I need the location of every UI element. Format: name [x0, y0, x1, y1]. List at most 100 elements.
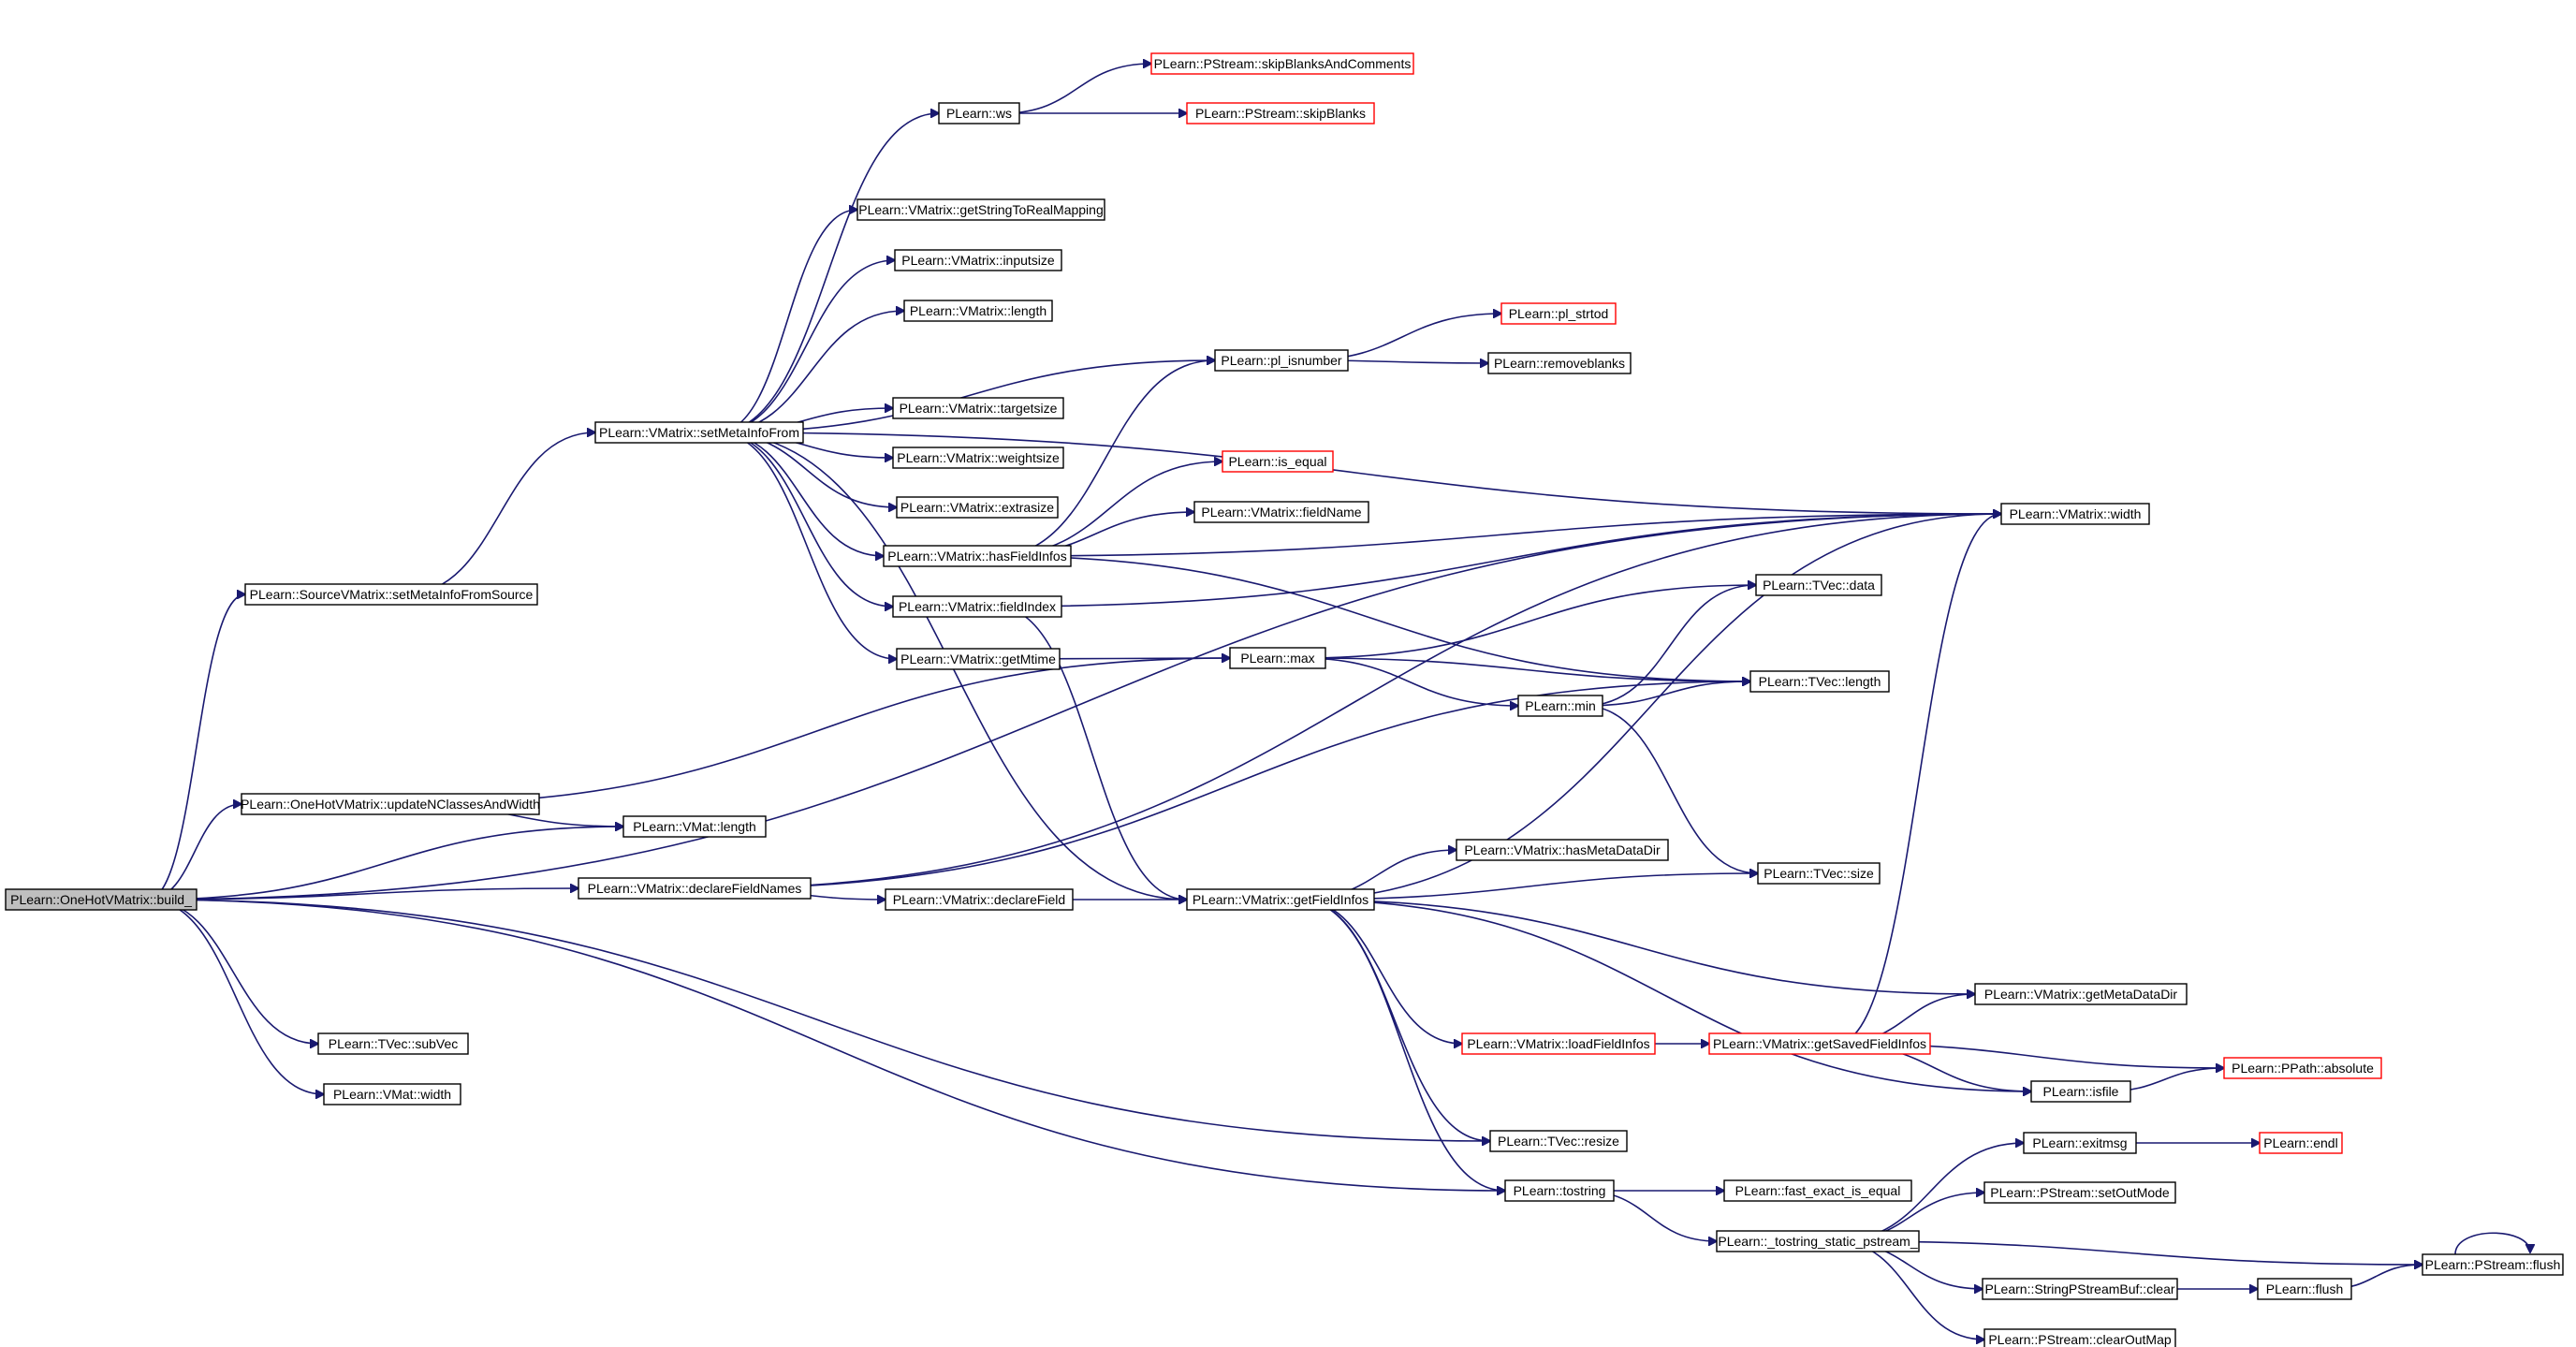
node-vmWidth[interactable]: PLearn::VMatrix::width	[2000, 503, 2150, 525]
node-box[interactable]	[1723, 1179, 1912, 1202]
node-box[interactable]	[894, 249, 1062, 271]
node-box[interactable]	[1456, 839, 1669, 861]
node-box[interactable]	[1229, 647, 1326, 669]
node-box[interactable]	[244, 583, 538, 606]
node-getFieldInfos[interactable]: PLearn::VMatrix::getFieldInfos	[1186, 888, 1375, 911]
node-box[interactable]	[896, 648, 1061, 670]
node-box[interactable]	[1974, 983, 2188, 1005]
node-box[interactable]	[885, 888, 1074, 911]
node-setMetaInfoFrom[interactable]: PLearn::VMatrix::setMetaInfoFrom	[594, 421, 804, 444]
node-box[interactable]	[594, 421, 804, 444]
node-plStrtod[interactable]: PLearn::pl_strtod	[1500, 302, 1617, 325]
node-box[interactable]	[892, 595, 1062, 618]
node-box[interactable]	[1193, 501, 1369, 523]
node-declareField[interactable]: PLearn::VMatrix::declareField	[885, 888, 1074, 911]
node-exitmsg[interactable]: PLearn::exitmsg	[2023, 1132, 2137, 1154]
node-box[interactable]	[1504, 1179, 1615, 1202]
node-box[interactable]	[1461, 1032, 1656, 1055]
node-flush[interactable]: PLearn::flush	[2257, 1278, 2352, 1300]
node-min[interactable]: PLearn::min	[1517, 695, 1603, 717]
node-weightsize[interactable]: PLearn::VMatrix::weightsize	[892, 447, 1064, 469]
node-box[interactable]	[1487, 352, 1632, 374]
node-build[interactable]: PLearn::OneHotVMatrix::build_	[5, 888, 198, 911]
node-setMetaInfoFromSource[interactable]: PLearn::SourceVMatrix::setMetaInfoFromSo…	[244, 583, 538, 606]
node-box[interactable]	[1982, 1278, 2178, 1300]
node-fieldName[interactable]: PLearn::VMatrix::fieldName	[1193, 501, 1369, 523]
node-hasFieldInfos[interactable]: PLearn::VMatrix::hasFieldInfos	[883, 545, 1072, 567]
node-declareFieldNames[interactable]: PLearn::VMatrix::declareFieldNames	[578, 877, 812, 900]
node-tostring[interactable]: PLearn::tostring	[1504, 1179, 1615, 1202]
node-tostringStaticPstream[interactable]: PLearn::_tostring_static_pstream_	[1716, 1230, 1920, 1252]
node-box[interactable]	[1500, 302, 1617, 325]
node-targetsize[interactable]: PLearn::VMatrix::targetsize	[892, 397, 1064, 419]
node-box[interactable]	[896, 496, 1059, 519]
node-max[interactable]: PLearn::max	[1229, 647, 1326, 669]
node-box[interactable]	[241, 793, 540, 815]
node-tvecSize[interactable]: PLearn::TVec::size	[1757, 862, 1881, 885]
node-box[interactable]	[883, 545, 1072, 567]
node-box[interactable]	[1214, 349, 1349, 372]
node-box[interactable]	[1186, 102, 1375, 124]
node-box[interactable]	[2223, 1057, 2382, 1079]
node-box[interactable]	[578, 877, 812, 900]
node-box[interactable]	[5, 888, 198, 911]
node-box[interactable]	[323, 1083, 461, 1105]
node-vmatWidth[interactable]: PLearn::VMat::width	[323, 1083, 461, 1105]
node-isfile[interactable]: PLearn::isfile	[2030, 1080, 2131, 1103]
node-tvecData[interactable]: PLearn::TVec::data	[1755, 574, 1882, 596]
node-box[interactable]	[903, 300, 1053, 322]
node-isEqual[interactable]: PLearn::is_equal	[1222, 450, 1334, 473]
node-box[interactable]	[2023, 1132, 2137, 1154]
node-box[interactable]	[2257, 1278, 2352, 1300]
node-clearOutMap[interactable]: PLearn::PStream::clearOutMap	[1983, 1328, 2176, 1347]
node-box[interactable]	[856, 198, 1105, 221]
node-fastExactIsEqual[interactable]: PLearn::fast_exact_is_equal	[1723, 1179, 1912, 1202]
node-box[interactable]	[2030, 1080, 2131, 1103]
node-fieldIndex[interactable]: PLearn::VMatrix::fieldIndex	[892, 595, 1062, 618]
node-tvecResize[interactable]: PLearn::TVec::resize	[1489, 1130, 1628, 1152]
node-tvecSubVec[interactable]: PLearn::TVec::subVec	[317, 1032, 469, 1055]
node-box[interactable]	[938, 102, 1020, 124]
node-box[interactable]	[892, 447, 1064, 469]
node-setOutMode[interactable]: PLearn::PStream::setOutMode	[1983, 1181, 2176, 1204]
node-box[interactable]	[2422, 1253, 2564, 1276]
node-box[interactable]	[622, 815, 767, 838]
node-inputsize[interactable]: PLearn::VMatrix::inputsize	[894, 249, 1062, 271]
node-box[interactable]	[1186, 888, 1375, 911]
node-box[interactable]	[1716, 1230, 1920, 1252]
node-ppathAbsolute[interactable]: PLearn::PPath::absolute	[2223, 1057, 2382, 1079]
node-box[interactable]	[1489, 1130, 1628, 1152]
node-box[interactable]	[1757, 862, 1881, 885]
node-box[interactable]	[1983, 1181, 2176, 1204]
node-box[interactable]	[892, 397, 1064, 419]
node-plIsnumber[interactable]: PLearn::pl_isnumber	[1214, 349, 1349, 372]
node-extrasize[interactable]: PLearn::VMatrix::extrasize	[896, 496, 1059, 519]
node-box[interactable]	[1150, 52, 1414, 75]
node-updateNClasses[interactable]: PLearn::OneHotVMatrix::updateNClassesAnd…	[241, 793, 540, 815]
node-vmatLength[interactable]: PLearn::VMat::length	[622, 815, 767, 838]
node-vmLength[interactable]: PLearn::VMatrix::length	[903, 300, 1053, 322]
node-getSavedFieldInfos[interactable]: PLearn::VMatrix::getSavedFieldInfos	[1708, 1032, 1931, 1055]
node-loadFieldInfos[interactable]: PLearn::VMatrix::loadFieldInfos	[1461, 1032, 1656, 1055]
node-tvecLength[interactable]: PLearn::TVec::length	[1749, 670, 1890, 693]
node-ws[interactable]: PLearn::ws	[938, 102, 1020, 124]
node-endl[interactable]: PLearn::endl	[2259, 1132, 2343, 1154]
node-box[interactable]	[317, 1032, 469, 1055]
node-box[interactable]	[1222, 450, 1334, 473]
node-box[interactable]	[1755, 574, 1882, 596]
node-getStringToRealMapping[interactable]: PLearn::VMatrix::getStringToRealMapping	[856, 198, 1105, 221]
node-box[interactable]	[1517, 695, 1603, 717]
node-pstreamFlush[interactable]: PLearn::PStream::flush	[2422, 1253, 2564, 1276]
node-stringPStreamBufClear[interactable]: PLearn::StringPStreamBuf::clear	[1982, 1278, 2178, 1300]
node-box[interactable]	[1749, 670, 1890, 693]
node-getMetaDataDir[interactable]: PLearn::VMatrix::getMetaDataDir	[1974, 983, 2188, 1005]
node-skipBlanksAndComments[interactable]: PLearn::PStream::skipBlanksAndComments	[1150, 52, 1414, 75]
node-box[interactable]	[2259, 1132, 2343, 1154]
node-box[interactable]	[1983, 1328, 2176, 1347]
node-box[interactable]	[2000, 503, 2150, 525]
node-hasMetaDataDir[interactable]: PLearn::VMatrix::hasMetaDataDir	[1456, 839, 1669, 861]
node-box[interactable]	[1708, 1032, 1931, 1055]
node-skipBlanks[interactable]: PLearn::PStream::skipBlanks	[1186, 102, 1375, 124]
node-removeblanks[interactable]: PLearn::removeblanks	[1487, 352, 1632, 374]
node-getMtime[interactable]: PLearn::VMatrix::getMtime	[896, 648, 1061, 670]
